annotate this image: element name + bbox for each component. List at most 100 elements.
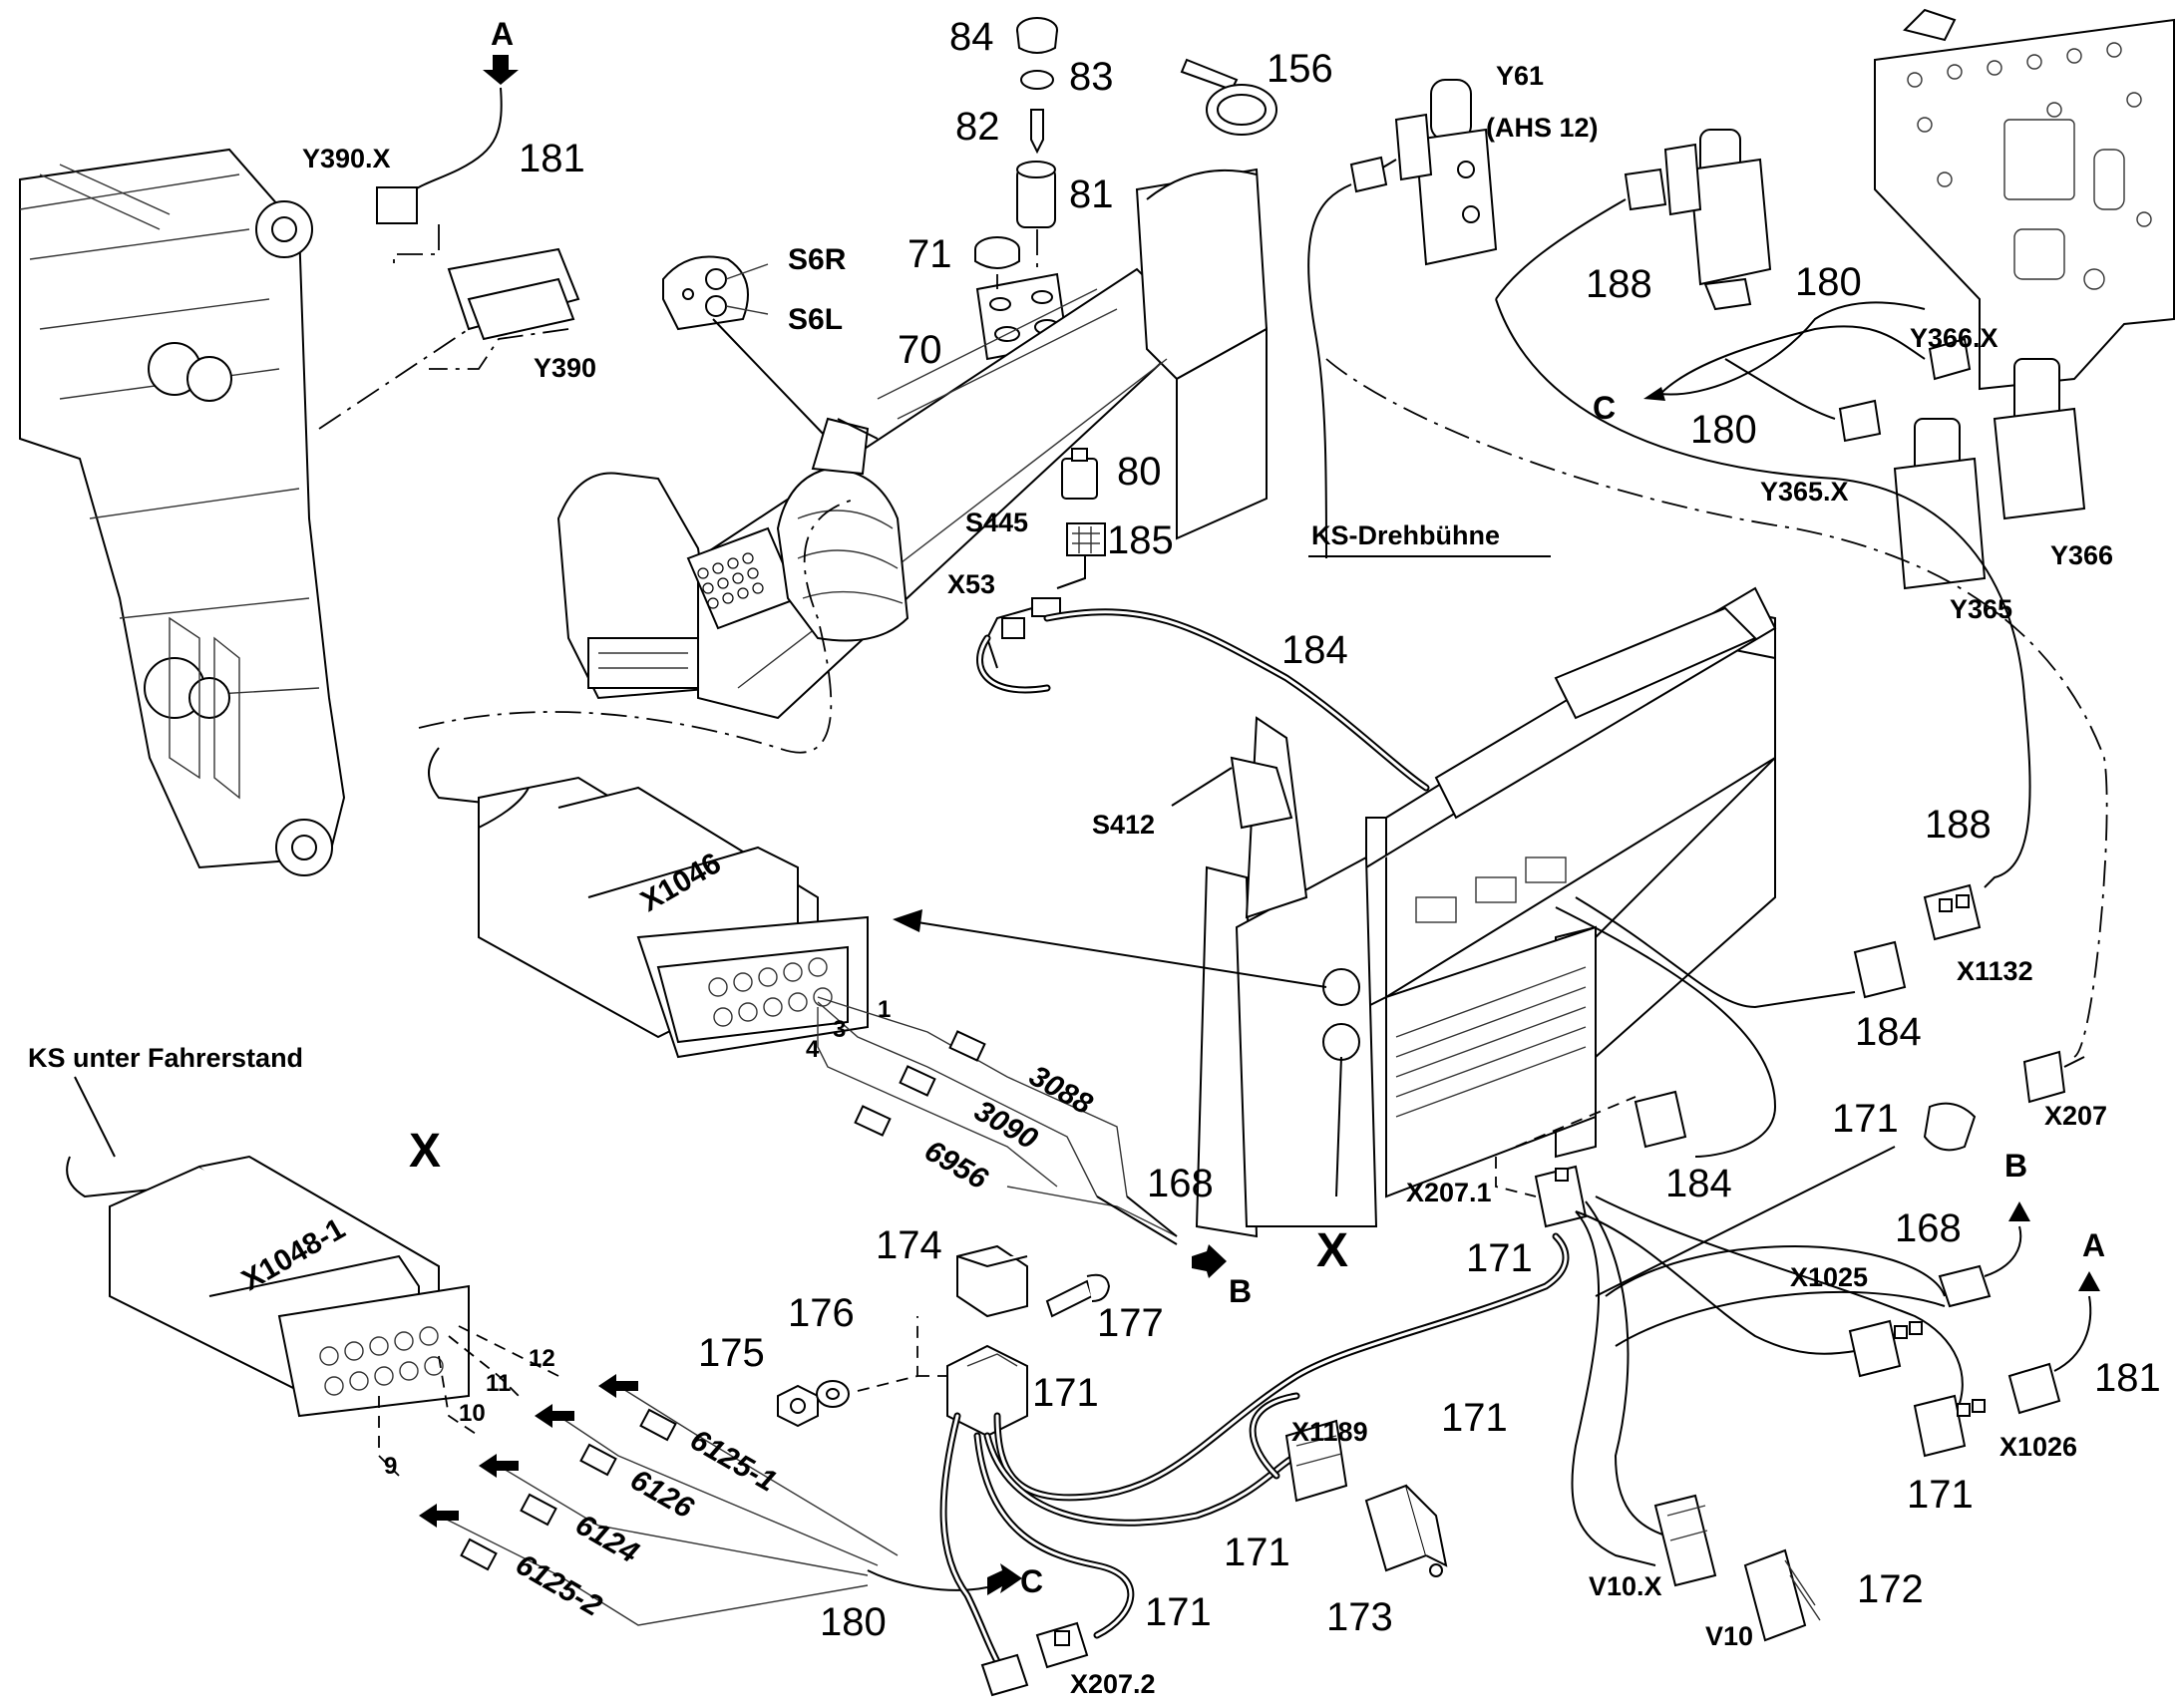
callout-71: 71 [908,232,952,276]
leader-x1046 [916,921,1327,988]
label-y365: Y365 [1950,594,2012,624]
callout-180-top: 180 [1795,260,1862,304]
callout-83: 83 [1069,55,1114,99]
connector-x207-1 [1495,1096,1964,1566]
callout-a-top: A [491,16,514,52]
callout-80: 80 [1117,450,1162,494]
callout-175: 175 [698,1331,765,1375]
labels: A Y390.X 181 Y390 84 83 82 81 71 70 S6R … [28,15,2161,1699]
wire-6125-2: 6125-2 [511,1547,608,1622]
wire-no-3: 3 [833,1016,846,1043]
callout-171-low: 171 [1145,1590,1212,1634]
callout-171-right: 171 [1832,1097,1899,1141]
label-s6l: S6L [788,303,843,336]
y390-leader [318,328,470,430]
cable-tie-156 [1180,58,1277,136]
callout-c-top: C [1593,390,1616,426]
wire-6956: 6956 [919,1134,994,1196]
label-s6r: S6R [788,243,847,276]
wire-6125-1: 6125-1 [685,1423,782,1498]
connector-x1046 [418,498,869,1059]
wire-no-11: 11 [486,1370,511,1397]
label-x1132: X1132 [1957,956,2033,986]
callout-84: 84 [949,15,994,59]
label-ks-drehbuehne: KS-Drehbühne [1311,520,1500,550]
callout-181-right: 181 [2094,1356,2161,1400]
callout-c-low: C [1020,1563,1043,1599]
valve-cluster-188 [1495,129,1772,311]
valve-y61 [1307,79,1498,559]
label-y390x: Y390.X [302,144,391,173]
callout-171-mid: 171 [1466,1236,1533,1280]
s6-switch-plate [662,255,829,440]
callout-156: 156 [1267,47,1333,91]
callout-188-top: 188 [1586,262,1652,306]
connector-x1189 [1284,1419,1448,1577]
callout-188-right: 188 [1925,803,1992,847]
wire-no-9: 9 [384,1453,397,1480]
callout-a-right: A [2082,1227,2105,1263]
label-v10x: V10.X [1589,1571,1662,1601]
label-y390: Y390 [534,353,596,383]
boom-drawing [19,148,346,876]
mounting-plate [1874,8,2175,391]
cable-180-valves [1643,301,2086,590]
wire-no-4: 4 [806,1036,820,1063]
label-s445: S445 [965,508,1028,537]
label-s412: S412 [1092,810,1155,840]
callout-176: 176 [788,1291,855,1335]
wire-no-1: 1 [878,996,891,1023]
label-y61: Y61 [1496,61,1544,91]
label-y366: Y366 [2050,540,2113,570]
connector-x207-2 [980,1621,1089,1697]
callout-180-low: 180 [820,1600,887,1644]
callout-168-mid: 168 [1147,1162,1214,1205]
wires-x1048-1 [378,1325,899,1626]
control-unit-drawing [1195,586,1777,1238]
label-x1189: X1189 [1291,1417,1368,1447]
callout-81: 81 [1069,172,1114,216]
callout-174: 174 [876,1223,942,1267]
callout-184-right: 184 [1855,1010,1922,1054]
callout-185: 185 [1107,518,1174,562]
label-y366x: Y366.X [1910,323,1998,353]
callout-172: 172 [1857,1567,1924,1611]
callout-171-x1189: 171 [1224,1531,1290,1574]
callout-173: 173 [1326,1595,1393,1639]
wire-6124: 6124 [570,1508,645,1569]
label-x53: X53 [947,569,995,599]
connectors-x1025-x1026 [1653,1201,2100,1642]
callout-184-top: 184 [1281,628,1348,672]
cable-x1132 [1325,298,2108,1158]
cable-181-top [376,55,580,370]
callout-b-mid: B [1229,1273,1252,1309]
switch-s445 [985,448,1106,669]
callout-168-right: 168 [1895,1206,1962,1250]
connector-x1048-1 [66,1155,470,1418]
label-y365x: Y365.X [1760,477,1849,507]
connector-171-right [1923,1102,1977,1152]
label-x1025: X1025 [1790,1262,1868,1292]
cable-171-harness [939,1232,1570,1689]
label-x207-1: X207.1 [1406,1178,1492,1207]
callout-171-centre: 171 [1441,1396,1508,1440]
label-v10: V10 [1705,1621,1753,1651]
label-x1026: X1026 [1999,1432,2077,1462]
callout-184-low: 184 [1665,1162,1732,1205]
wire-6126: 6126 [625,1463,700,1525]
callout-171-relay: 171 [1032,1371,1099,1415]
callout-70: 70 [898,328,942,372]
wires-x1046 [817,996,1227,1278]
callout-82: 82 [955,105,1000,149]
label-x-big: X [409,1125,441,1178]
label-x-mid: X [1316,1224,1348,1277]
label-ahs12: (AHS 12) [1486,113,1599,143]
wire-3088: 3088 [1024,1059,1099,1121]
label-x207-2: X207.2 [1070,1669,1156,1699]
callout-b-right: B [2004,1148,2027,1184]
wire-no-12: 12 [529,1345,555,1372]
callout-177: 177 [1097,1301,1164,1345]
relay-parts [777,1244,1111,1438]
wire-3090: 3090 [969,1094,1044,1156]
